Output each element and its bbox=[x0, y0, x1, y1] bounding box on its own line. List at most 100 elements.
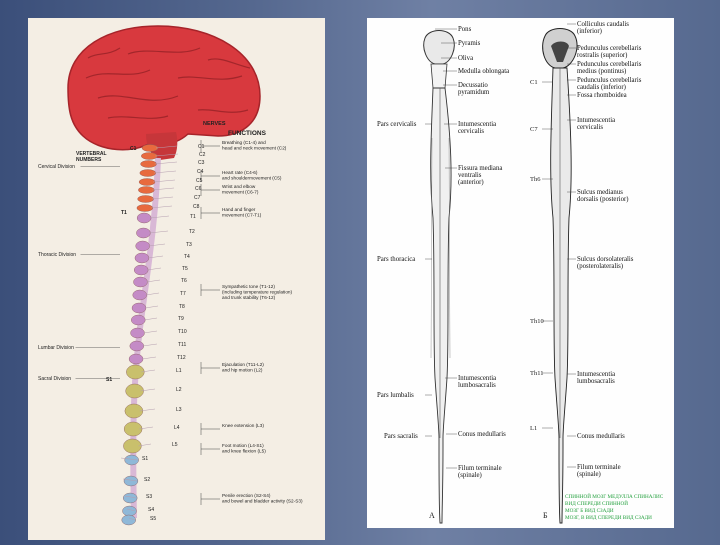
nerve-label-t9: T9 bbox=[178, 316, 184, 322]
segment-mark-c7: C7 bbox=[530, 126, 538, 133]
vertebra-s3 bbox=[122, 492, 138, 504]
a-part-label-0: Pars cervicalis bbox=[377, 121, 417, 128]
segment-mark-l1: L1 bbox=[530, 425, 537, 432]
vertebra-t11 bbox=[129, 340, 145, 352]
function-text-8: Penile erection (S2-S4)and bowel and bla… bbox=[222, 493, 303, 504]
nerve-label-t5: T5 bbox=[182, 266, 188, 272]
nerve-label-t10: T10 bbox=[178, 329, 187, 335]
spinal-nerves-diagram: C1C2C3C4C5C6C7C8T1T2T3T4T5T6T7T8T9T10T11… bbox=[38, 25, 303, 526]
function-text-6: Knee extension (L3) bbox=[222, 423, 264, 428]
division-label-2: Lumbar Division bbox=[38, 345, 74, 351]
b-label-10: Filum terminale(spinale) bbox=[577, 464, 621, 478]
b-label-9: Conus medullaris bbox=[577, 433, 625, 440]
vertebra-t7 bbox=[132, 289, 147, 301]
nerve-label-t12: T12 bbox=[177, 355, 186, 361]
vertebra-l4 bbox=[123, 421, 143, 437]
vertebra-tag-c1: C1 bbox=[130, 146, 137, 152]
nerve-label-s4: S4 bbox=[148, 507, 154, 513]
nerve-line-t4 bbox=[147, 255, 164, 259]
segment-mark-c1: C1 bbox=[530, 79, 538, 86]
vertebra-c6 bbox=[138, 186, 155, 194]
a-part-label-2: Pars lumbalis bbox=[377, 392, 414, 399]
vertebra-t6 bbox=[133, 276, 148, 288]
functions-header: FUNCTIONS bbox=[228, 130, 267, 137]
vertebra-c5 bbox=[138, 178, 156, 186]
vertebra-t1 bbox=[136, 212, 152, 224]
figure-b-letter: Б bbox=[543, 511, 548, 520]
nerve-label-c7: C7 bbox=[194, 195, 201, 201]
nerve-label-t3: T3 bbox=[186, 242, 192, 248]
nerve-line-c2 bbox=[155, 153, 179, 157]
division-label-0: Cervical Division bbox=[38, 164, 75, 170]
a-label-1: Pyramis bbox=[458, 40, 481, 47]
vertebra-t5 bbox=[133, 264, 149, 276]
nerve-line-t12 bbox=[142, 356, 157, 360]
nerve-label-s5: S5 bbox=[150, 516, 156, 522]
nerve-line-t3 bbox=[148, 243, 166, 247]
nerve-label-c8: C8 bbox=[193, 204, 200, 210]
figure-a-ventral-view bbox=[423, 30, 455, 524]
a-label-2: Oliva bbox=[458, 55, 473, 62]
nerves-header: NERVES bbox=[203, 121, 226, 127]
brain-illustration bbox=[67, 25, 261, 160]
vertebral-column bbox=[120, 144, 179, 526]
nerve-label-c1: C1 bbox=[198, 144, 205, 150]
nerve-label-c6: C6 bbox=[195, 186, 202, 192]
nerve-label-s3: S3 bbox=[146, 494, 152, 500]
nerve-line-t11 bbox=[142, 343, 158, 347]
nerve-line-c6 bbox=[152, 187, 175, 191]
nerve-label-l2: L2 bbox=[176, 387, 182, 393]
vertebra-t8 bbox=[131, 302, 147, 314]
nerve-line-c5 bbox=[153, 179, 176, 183]
nerve-line-c3 bbox=[154, 161, 178, 165]
nerve-line-l2 bbox=[140, 388, 156, 392]
nerve-line-t10 bbox=[143, 330, 158, 334]
vertebra-t3 bbox=[135, 240, 150, 252]
vertebra-t9 bbox=[131, 314, 146, 326]
nerve-label-l1: L1 bbox=[176, 368, 182, 374]
nerve-line-t8 bbox=[144, 305, 159, 309]
nerve-line-c7 bbox=[151, 196, 174, 200]
nerve-label-t4: T4 bbox=[184, 254, 190, 260]
division-label-3: Sacral Division bbox=[38, 376, 71, 382]
segment-mark-th6: Th6 bbox=[530, 176, 541, 183]
a-label-0: Pons bbox=[458, 26, 472, 33]
nerve-line-s4 bbox=[126, 508, 136, 512]
nerve-line-t6 bbox=[146, 279, 161, 283]
function-text-4: Sympathetic tone (T1-12)(including tempe… bbox=[222, 284, 293, 300]
vertebra-c8 bbox=[136, 204, 154, 212]
vertebra-s2 bbox=[123, 475, 139, 487]
segment-mark-th11: Th11 bbox=[530, 370, 543, 377]
nerve-line-c1 bbox=[155, 145, 178, 149]
vertebra-t4 bbox=[134, 252, 150, 264]
a-label-9: Filum terminale(spinale) bbox=[458, 465, 502, 479]
a-part-label-3: Pars sacralis bbox=[384, 433, 418, 440]
nerve-line-t1 bbox=[150, 215, 170, 219]
figure-a-letter: A bbox=[429, 511, 435, 520]
nerve-line-t9 bbox=[144, 317, 158, 321]
vertebra-c7 bbox=[137, 195, 154, 203]
a-label-8: Conus medullaris bbox=[458, 431, 506, 438]
nerve-labels: C1C2C3C4C5C6C7C8T1T2T3T4T5T6T7T8T9T10T11… bbox=[142, 144, 206, 522]
nerve-line-l5 bbox=[138, 443, 152, 447]
vertebra-t12 bbox=[128, 353, 144, 365]
spinal-nerves-figure: C1C2C3C4C5C6C7C8T1T2T3T4T5T6T7T8T9T10T11… bbox=[28, 18, 325, 540]
nerve-label-c4: C4 bbox=[197, 169, 204, 175]
vertebra-c3 bbox=[140, 160, 157, 168]
nerve-line-l4 bbox=[139, 426, 154, 430]
nerve-label-l3: L3 bbox=[176, 407, 182, 413]
nerve-label-s1: S1 bbox=[142, 456, 148, 462]
nerve-label-t6: T6 bbox=[181, 278, 187, 284]
nerve-line-t5 bbox=[147, 267, 162, 271]
nerve-line-c8 bbox=[150, 205, 173, 209]
